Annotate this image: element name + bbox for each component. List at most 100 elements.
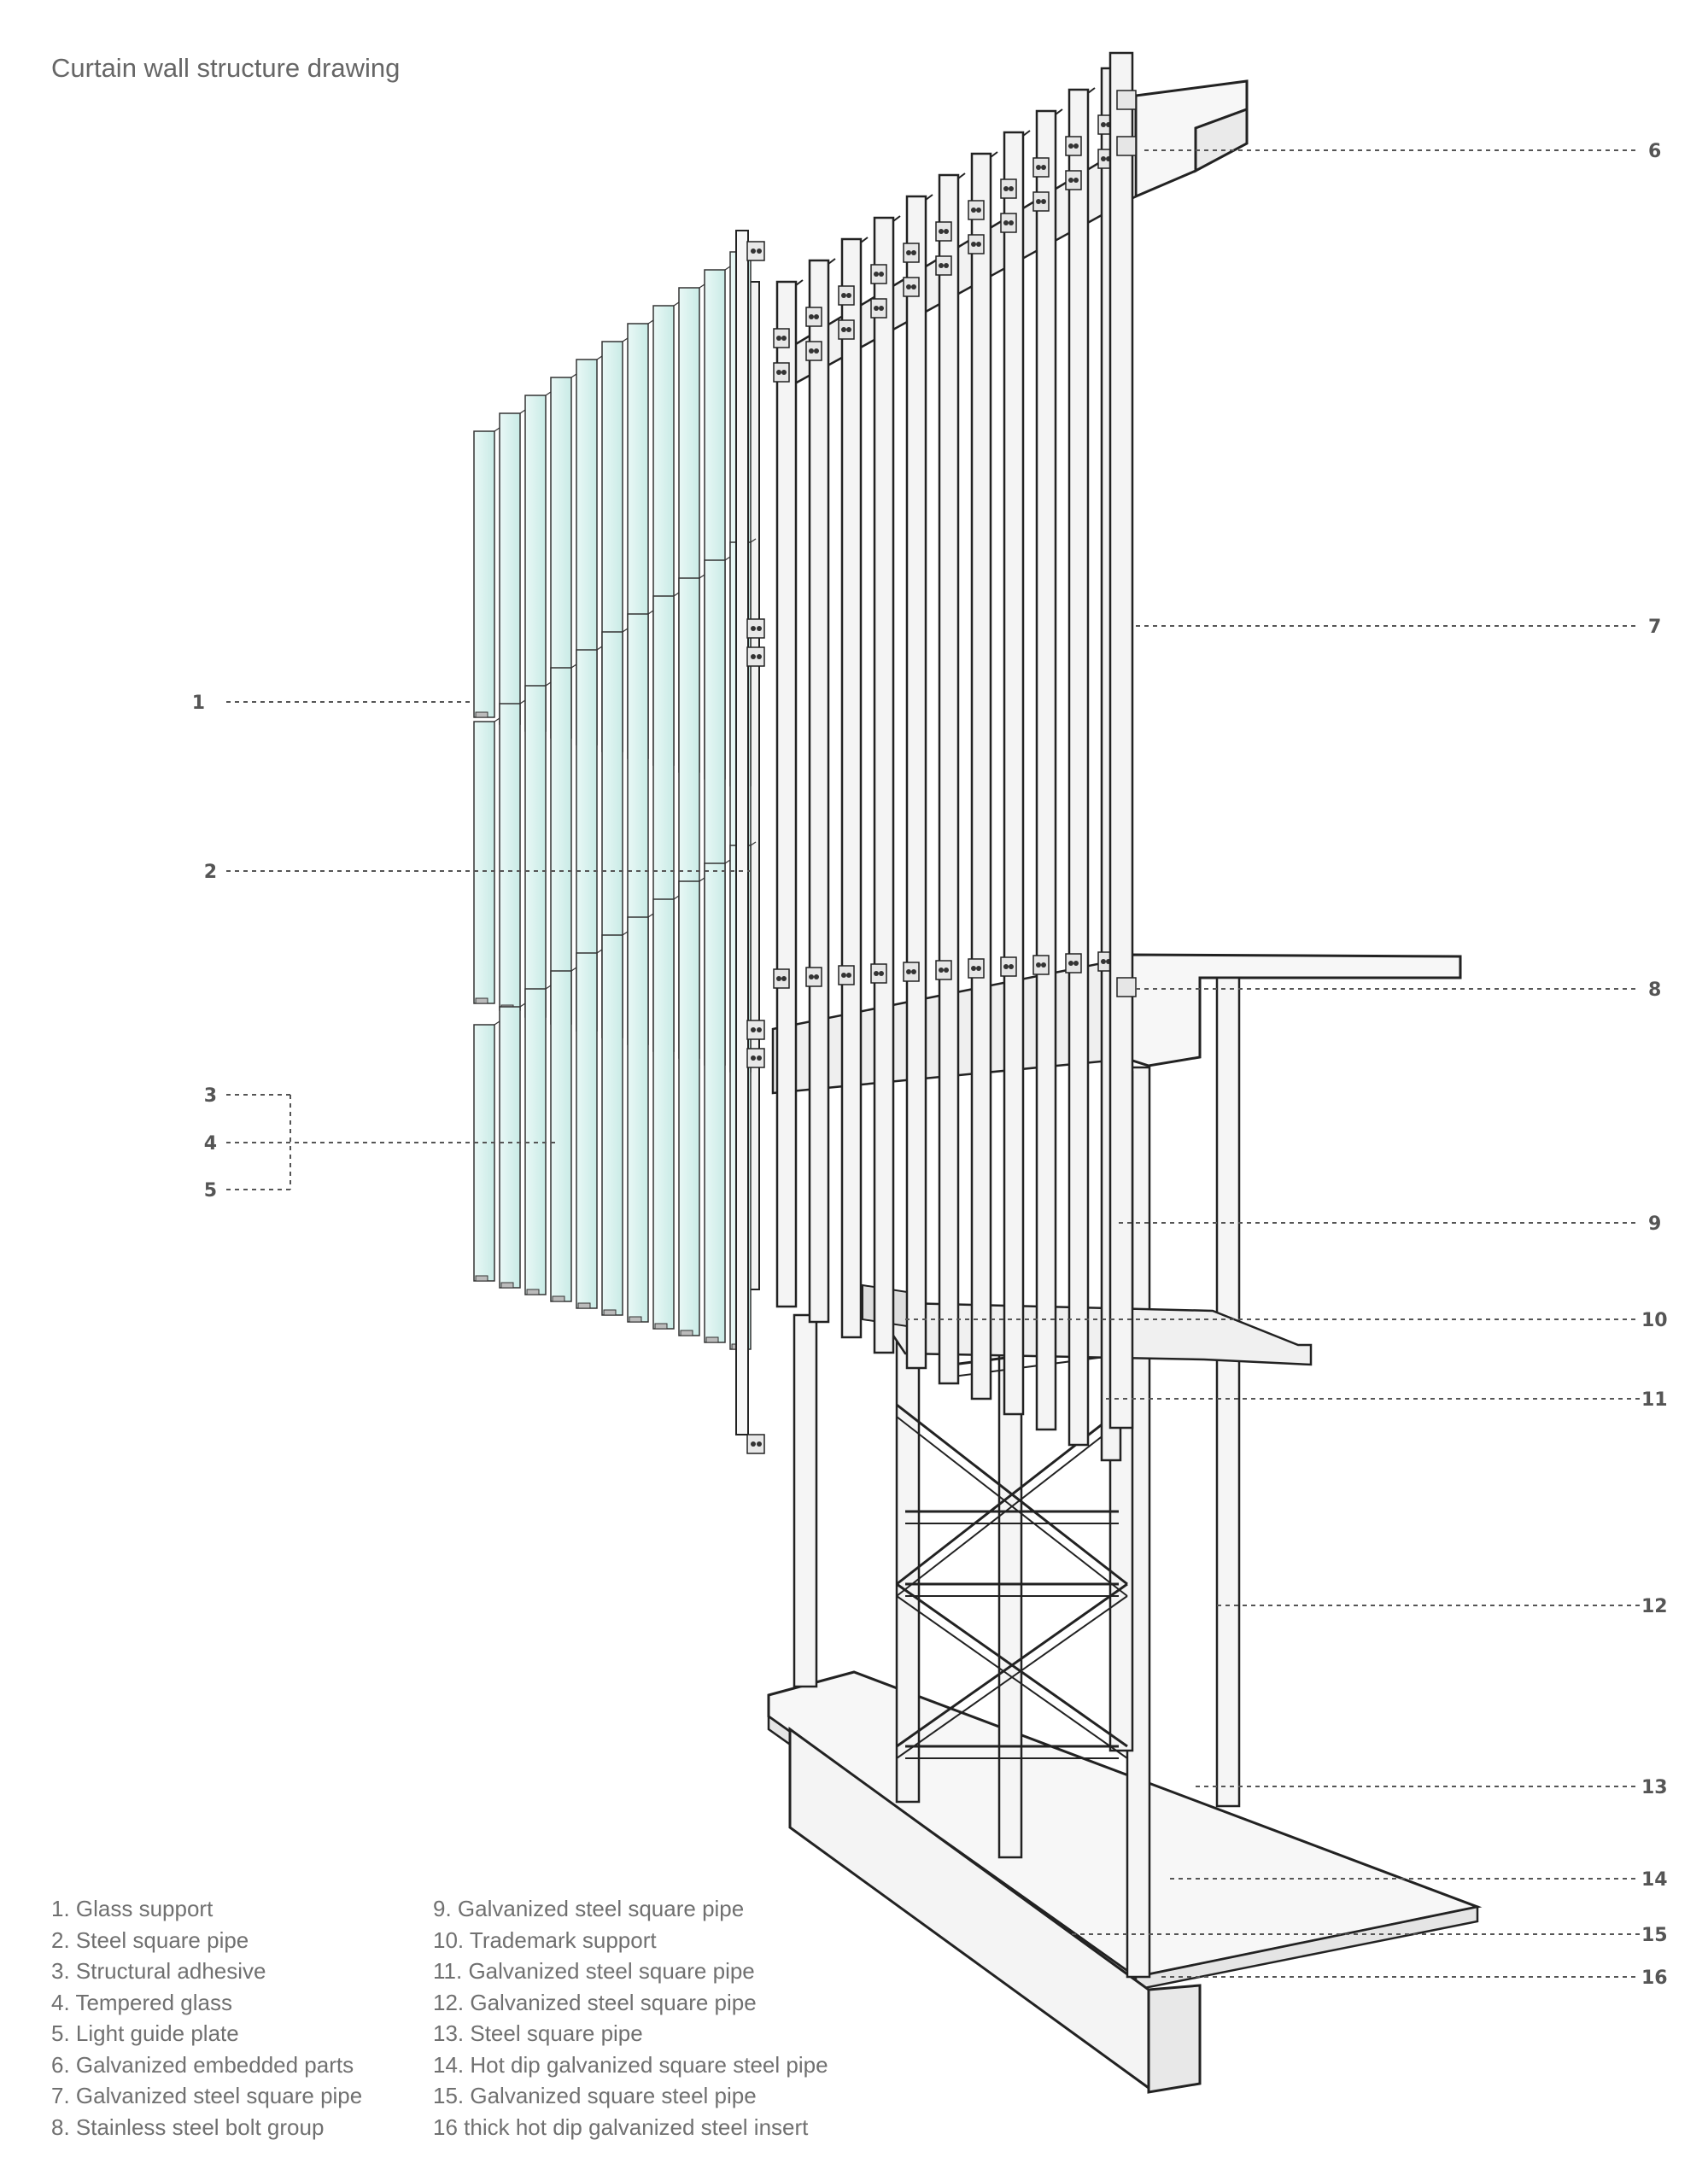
glass-edge: [647, 319, 654, 324]
bolt: [976, 208, 981, 213]
trademark-support: [869, 1301, 1313, 1366]
glass-panel: [601, 934, 623, 1316]
legend-item: 10. Trademark support: [433, 1927, 657, 1953]
callout-9: 9: [1648, 1213, 1661, 1235]
legend-item: 13. Steel square pipe: [433, 2020, 643, 2046]
bolt: [757, 626, 762, 631]
bolt: [776, 370, 781, 375]
legend-left: 1. Glass support 2. Steel square pipe 3.…: [51, 1893, 362, 2143]
steel-fin-edge: [860, 237, 869, 243]
callout-2: 2: [204, 862, 217, 883]
glass-panel: [678, 880, 700, 1336]
bolt: [751, 1027, 756, 1032]
bolt: [1009, 186, 1014, 191]
bolt: [841, 973, 846, 978]
glass-support: [500, 1282, 514, 1289]
bolt: [939, 229, 944, 234]
legend-item: 1. Glass support: [51, 1896, 214, 1921]
steel-fin: [808, 259, 830, 1324]
bolt: [1073, 961, 1079, 966]
bolt: [751, 626, 756, 631]
callout-11: 11: [1641, 1389, 1668, 1411]
bolt: [846, 973, 851, 978]
glass-edge: [699, 574, 705, 579]
steel-fin-edge: [925, 194, 933, 201]
bolt: [1009, 220, 1014, 225]
steel-fin-main: [1108, 51, 1134, 1430]
glass-panel: [652, 898, 675, 1330]
bolt: [1003, 964, 1009, 969]
glass-support: [475, 711, 488, 718]
steel-fin-edge: [795, 279, 804, 286]
bolt: [976, 966, 981, 971]
glass-panel: [499, 1006, 521, 1289]
steel-column: [1215, 976, 1241, 1808]
glass-edge: [596, 949, 603, 954]
bolt: [1068, 143, 1073, 149]
bolt: [879, 272, 884, 277]
legend-right: 9. Galvanized steel square pipe 10. Trad…: [433, 1893, 828, 2143]
bolt: [1073, 178, 1079, 183]
glass-edge: [545, 681, 552, 687]
glass-support: [654, 1323, 668, 1330]
steel-fin: [1003, 131, 1025, 1416]
glass-edge: [519, 699, 526, 705]
steel-fin-edge: [957, 172, 966, 179]
glass-edge: [494, 427, 500, 432]
glass-edge: [494, 717, 500, 722]
bolt: [757, 1055, 762, 1061]
glass-edge: [519, 1003, 526, 1008]
glass-panel: [524, 685, 547, 1018]
bolt: [1101, 156, 1106, 161]
bolt: [751, 1441, 756, 1447]
glass-support: [526, 1289, 540, 1295]
bolt: [1041, 962, 1046, 968]
callout-7: 7: [1648, 617, 1661, 638]
legend-item: 3. Structural adhesive: [51, 1958, 266, 1984]
leader-lines: [226, 149, 1640, 1978]
steel-fin: [1035, 109, 1057, 1431]
glass-edge: [545, 391, 552, 396]
bolt: [971, 966, 976, 971]
steel-fin-edge: [1022, 130, 1031, 137]
glass-edge: [519, 409, 526, 414]
bolt: [879, 971, 884, 976]
glass-panel: [704, 862, 726, 1343]
bolt-bracket: [1116, 136, 1137, 156]
bolt: [906, 284, 911, 289]
glass-panel: [473, 1024, 495, 1282]
glass-panels: [473, 230, 765, 1454]
steel-fin-edge: [828, 258, 836, 265]
glass-edge: [724, 556, 731, 561]
glass-support: [475, 1275, 488, 1282]
glass-edge: [699, 284, 705, 289]
steel-brace: [896, 1582, 1128, 1748]
steel-fin: [905, 195, 927, 1370]
glass-edge: [570, 373, 577, 378]
bolt: [814, 348, 819, 354]
bolt: [814, 314, 819, 319]
legend-item: 5. Light guide plate: [51, 2020, 239, 2046]
glass-support: [475, 997, 488, 1004]
bolt: [781, 336, 787, 341]
bolt: [809, 348, 814, 354]
bolt: [809, 974, 814, 979]
bolt: [906, 969, 911, 974]
glass-edge: [622, 931, 629, 936]
bolt: [809, 314, 814, 319]
legend-item: 15. Galvanized square steel pipe: [433, 2083, 757, 2108]
bolt: [751, 248, 756, 254]
callout-6: 6: [1648, 141, 1661, 162]
glass-edge: [724, 266, 731, 271]
steel-fin-edge: [1087, 87, 1096, 94]
glass-edge: [724, 859, 731, 864]
bolt: [757, 1027, 762, 1032]
glass-panel: [499, 703, 521, 1011]
legend-item: 9. Galvanized steel square pipe: [433, 1896, 745, 1921]
bolt: [944, 968, 949, 973]
steel-brace-edge: [896, 1595, 1128, 1759]
bolt: [781, 976, 787, 981]
callout-13: 13: [1641, 1777, 1668, 1798]
glass-panel: [473, 721, 495, 1004]
